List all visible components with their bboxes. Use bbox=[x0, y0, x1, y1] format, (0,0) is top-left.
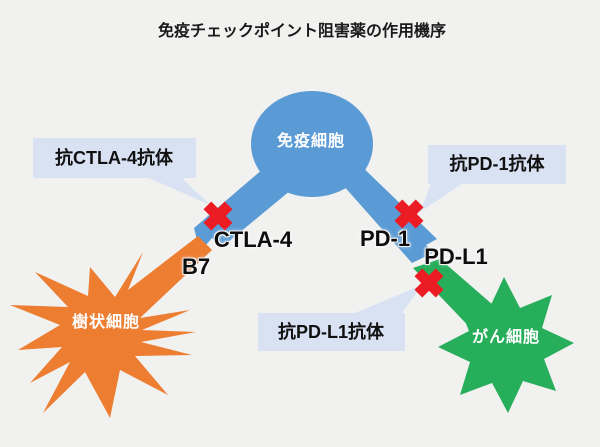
anti-pd1-antibody-label: 抗PD-1抗体 bbox=[449, 154, 545, 174]
anti-ctla4-antibody-label: 抗CTLA-4抗体 bbox=[55, 148, 173, 168]
pd1-label: PD-1 bbox=[359, 226, 411, 251]
anti-ctla4-callout-tail bbox=[140, 174, 210, 205]
pd1-arm-shape bbox=[334, 158, 437, 263]
cancer-cell-shape bbox=[438, 277, 574, 413]
anti-pd1-callout-tail bbox=[420, 181, 466, 212]
block-x-icon-ctla4 bbox=[203, 201, 233, 231]
block-x-icon-pdl1 bbox=[414, 268, 444, 298]
anti-pd1-callout-box bbox=[428, 145, 566, 184]
block-x-icon-pd1 bbox=[394, 199, 424, 229]
anti-pdl1-callout-tail bbox=[348, 285, 422, 316]
pdl1-label: PD-L1 bbox=[424, 244, 488, 269]
diagram-title: 免疫チェックポイント阻害薬の作用機序 bbox=[157, 23, 447, 40]
anti-ctla4-callout-box bbox=[33, 138, 196, 178]
ctla4-label: CTLA-4 bbox=[213, 227, 293, 252]
dendritic-cell-shape bbox=[10, 236, 212, 418]
cancer-cell-label: がん細胞 bbox=[471, 329, 541, 346]
dendritic-cell-label: 樹状細胞 bbox=[71, 314, 141, 331]
ctla4-arm-shape bbox=[194, 168, 291, 252]
anti-pdl1-callout-box bbox=[258, 313, 405, 351]
immune-cell-label: 免疫細胞 bbox=[276, 133, 346, 150]
anti-pdl1-antibody-label: 抗PD-L1抗体 bbox=[277, 322, 385, 342]
b7-label: B7 bbox=[181, 254, 211, 279]
immune-cell-shape bbox=[251, 91, 373, 197]
